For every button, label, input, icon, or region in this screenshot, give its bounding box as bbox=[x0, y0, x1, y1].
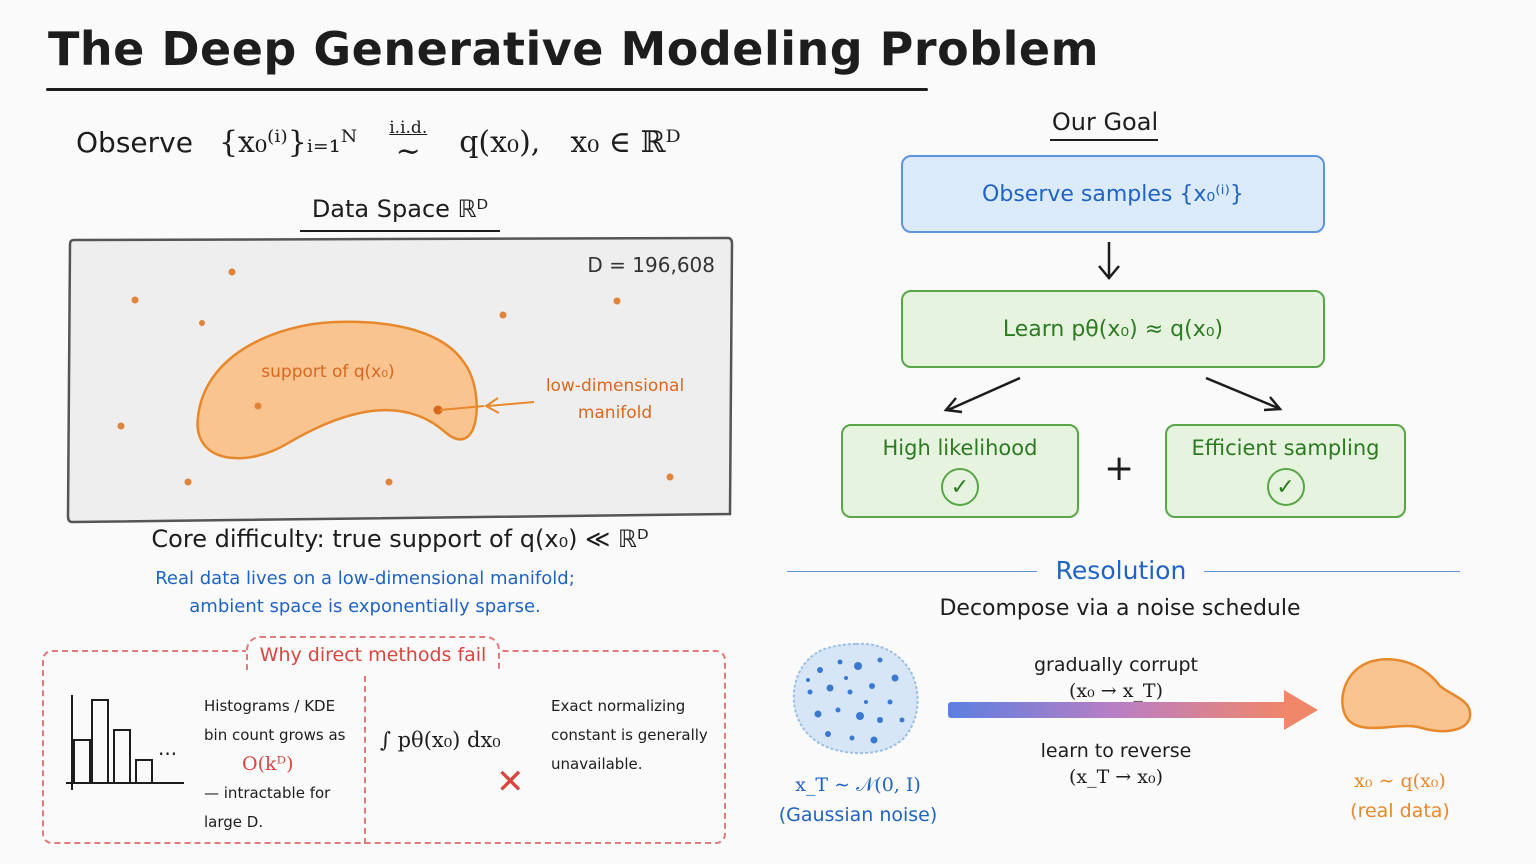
manifold-label-line-2: manifold bbox=[578, 403, 652, 423]
real-data-blob bbox=[1341, 658, 1472, 733]
resolution-rule-left bbox=[787, 571, 1037, 572]
sparse-points bbox=[117, 268, 674, 486]
cross-icon: ✕ bbox=[496, 762, 525, 802]
data-point bbox=[613, 297, 621, 305]
direct-methods-divider bbox=[364, 676, 366, 844]
dimension-label: D = 196,608 bbox=[587, 253, 715, 277]
normalizing-explanation: Exact normalizing constant is generally … bbox=[551, 692, 721, 779]
resolution-subtitle: Decompose via a noise schedule bbox=[939, 596, 1301, 621]
data-point bbox=[228, 268, 236, 276]
goal-arrows bbox=[943, 242, 1283, 414]
sample-set: {x₀⁽ⁱ⁾}ᵢ₌₁ᴺ bbox=[218, 124, 358, 160]
data-point bbox=[184, 478, 192, 486]
reverse-process-label: learn to reverse (x_T → x₀) bbox=[1016, 738, 1216, 790]
data-caption-line-1: x₀ ∼ q(x₀) bbox=[1354, 770, 1446, 792]
membership: x₀ ∈ ℝᴰ bbox=[570, 124, 681, 160]
histogram-icon: ... bbox=[66, 695, 184, 790]
direct-methods-title: Why direct methods fail bbox=[246, 636, 500, 670]
resolution-rule-right bbox=[1204, 571, 1460, 572]
iid-label: i.i.d. bbox=[389, 118, 428, 138]
data-point bbox=[666, 473, 674, 481]
check-icon: ✓ bbox=[941, 468, 979, 506]
resolution-title: Resolution bbox=[1055, 556, 1187, 585]
iid-relation: i.i.d. ∼ bbox=[389, 118, 428, 169]
noise-caption-line-1: x_T ∼ 𝒩(0, I) bbox=[795, 774, 921, 796]
manifold-blob bbox=[196, 320, 478, 460]
data-space-title: Data Space ℝᴰ bbox=[311, 195, 489, 223]
core-note-line-1: Real data lives on a low-dimensional man… bbox=[155, 568, 575, 589]
data-point bbox=[131, 296, 139, 304]
data-point bbox=[385, 478, 393, 486]
observe-equation: Observe {x₀⁽ⁱ⁾}ᵢ₌₁ᴺ i.i.d. ∼ q(x₀), x₀ ∈… bbox=[76, 112, 681, 172]
right-arrow-icon bbox=[1263, 396, 1283, 412]
observe-word: Observe bbox=[76, 125, 193, 159]
histogram-ellipsis: ... bbox=[158, 736, 177, 760]
high-likelihood-box: High likelihood ✓ bbox=[841, 424, 1079, 518]
page-title: The Deep Generative Modeling Problem bbox=[48, 22, 1100, 76]
down-arrow-icon bbox=[1098, 265, 1120, 280]
core-note: Real data lives on a low-dimensional man… bbox=[70, 565, 660, 621]
goal-underline bbox=[1050, 139, 1158, 141]
observe-samples-box: Observe samples {x₀⁽ⁱ⁾} bbox=[901, 155, 1325, 233]
manifold-pointer bbox=[487, 401, 535, 407]
forward-line-1: gradually corrupt bbox=[1033, 654, 1198, 676]
manifold-pointer-tail bbox=[439, 405, 485, 411]
forward-process-label: gradually corrupt (x₀ → x_T) bbox=[1016, 652, 1216, 704]
data-caption: x₀ ∼ q(x₀) (real data) bbox=[1320, 766, 1480, 826]
noise-caption-line-2: (Gaussian noise) bbox=[778, 804, 938, 826]
data-point bbox=[499, 311, 507, 319]
noise-caption: x_T ∼ 𝒩(0, I) (Gaussian noise) bbox=[772, 770, 944, 830]
core-difficulty: Core difficulty: true support of q(x₀) ≪… bbox=[151, 525, 649, 553]
manifold-label-line-1: low-dimensional bbox=[546, 376, 684, 396]
data-space-underline bbox=[300, 230, 500, 232]
plus-sign: + bbox=[1104, 448, 1135, 489]
norm-line-2: constant is generally bbox=[551, 726, 708, 744]
gaussian-noise-cloud bbox=[792, 642, 919, 755]
hist-line-1: Histograms / KDE bbox=[204, 697, 336, 715]
hist-line-3: — intractable for bbox=[204, 784, 331, 802]
forward-line-2: (x₀ → x_T) bbox=[1068, 680, 1164, 702]
norm-line-1: Exact normalizing bbox=[551, 697, 686, 715]
hist-complexity: O(kᴰ) bbox=[242, 753, 294, 775]
manifold-point bbox=[433, 405, 443, 415]
hist-line-4: large D. bbox=[204, 813, 264, 831]
left-arrow-icon bbox=[943, 397, 963, 414]
core-note-line-2: ambient space is exponentially sparse. bbox=[189, 596, 541, 617]
manifold-pointer-head bbox=[484, 397, 500, 414]
noise-dots bbox=[806, 657, 905, 744]
goal-title: Our Goal bbox=[1051, 108, 1159, 136]
high-likelihood-label: High likelihood bbox=[882, 436, 1038, 460]
learn-model-box: Learn pθ(x₀) ≈ q(x₀) bbox=[901, 290, 1325, 368]
check-icon: ✓ bbox=[1266, 468, 1305, 506]
data-caption-line-2: (real data) bbox=[1350, 800, 1450, 822]
reverse-line-1: learn to reverse bbox=[1040, 740, 1192, 762]
efficient-sampling-box: Efficient sampling ✓ bbox=[1165, 424, 1406, 518]
histogram-explanation: Histograms / KDE bin count grows as O(kᴰ… bbox=[204, 692, 354, 837]
data-point bbox=[199, 320, 205, 326]
sim-symbol: ∼ bbox=[395, 134, 421, 169]
efficient-sampling-label: Efficient sampling bbox=[1191, 436, 1380, 460]
data-space-panel: D = 196,608 support of q(x₀) low-dimensi… bbox=[66, 236, 734, 524]
normalizing-integral: ∫ pθ(x₀) dx₀ bbox=[380, 728, 501, 752]
norm-line-3: unavailable. bbox=[551, 755, 643, 773]
title-underline bbox=[46, 88, 928, 91]
data-point bbox=[117, 422, 125, 430]
data-distribution: q(x₀), bbox=[459, 124, 541, 160]
hist-line-2: bin count grows as bbox=[204, 726, 346, 744]
support-label: support of q(x₀) bbox=[261, 362, 394, 382]
reverse-line-2: (x_T → x₀) bbox=[1068, 766, 1164, 788]
data-point bbox=[254, 402, 262, 410]
noise-schedule-arrow bbox=[948, 690, 1318, 730]
